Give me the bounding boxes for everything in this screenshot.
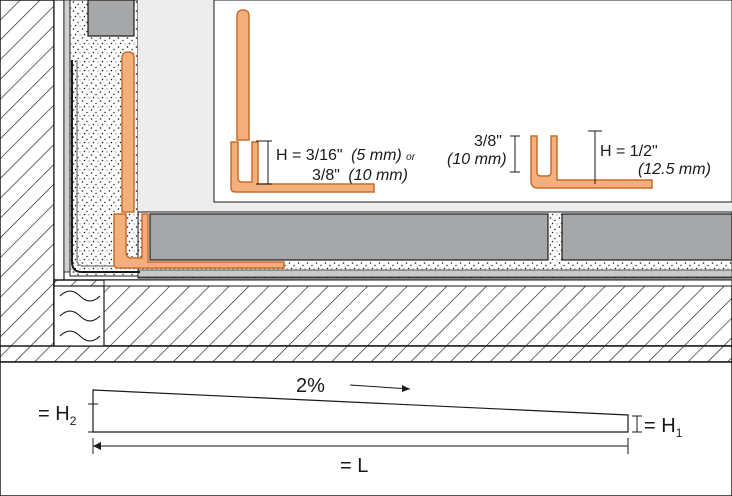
insulation-wave <box>59 290 101 342</box>
section-profile-base <box>113 213 285 269</box>
insulation <box>53 285 105 347</box>
slope-arrow-head <box>402 385 410 392</box>
floor-tile-2 <box>561 213 732 261</box>
channel-width-value: 3/8" <box>474 133 502 150</box>
channel-profile-shape <box>530 135 653 189</box>
floor-slab <box>53 279 732 347</box>
membrane-inner <box>76 60 140 267</box>
wall-membrane <box>63 0 71 273</box>
channel-h-value: H = 1/2" <box>600 143 658 160</box>
floor-tile-1 <box>149 213 549 261</box>
l-arrow-head <box>93 442 101 450</box>
channel-h-metric: (12.5 mm) <box>638 161 711 178</box>
wall-structure <box>0 0 55 363</box>
channel-profile-callout: 3/8" (10 mm) H = 1/2" (12.5 mm) <box>447 130 711 189</box>
h2-label: = H2 <box>38 403 77 428</box>
h1-label: = H1 <box>644 415 683 440</box>
floor-membrane <box>137 269 732 278</box>
slope-diagram: 2% = H2 = H1 = L <box>0 361 732 496</box>
slab-top-band <box>103 279 732 287</box>
section-corner-profile <box>113 51 285 269</box>
wall-board <box>53 0 65 291</box>
membrane-corner <box>71 60 140 273</box>
corner-alt-label: 3/8" (10 mm) <box>312 167 408 184</box>
length-label: = L <box>340 455 368 477</box>
callout-panel <box>213 0 732 203</box>
corner-profile-callout: H = 3/16" (5 mm) or 3/8" (10 mm) <box>230 9 416 193</box>
corner-profile-shape <box>236 9 250 141</box>
slope-arrow <box>349 384 411 390</box>
corner-h-label: H = 3/16" (5 mm) or <box>276 147 416 164</box>
floor-base <box>0 345 732 363</box>
wall-tile-top <box>87 0 135 37</box>
corner-profile-base <box>230 141 375 193</box>
slope-wedge <box>92 389 629 433</box>
channel-width-metric: (10 mm) <box>447 151 507 168</box>
section-profile-vertical <box>121 51 135 213</box>
slope-percent: 2% <box>296 375 325 397</box>
